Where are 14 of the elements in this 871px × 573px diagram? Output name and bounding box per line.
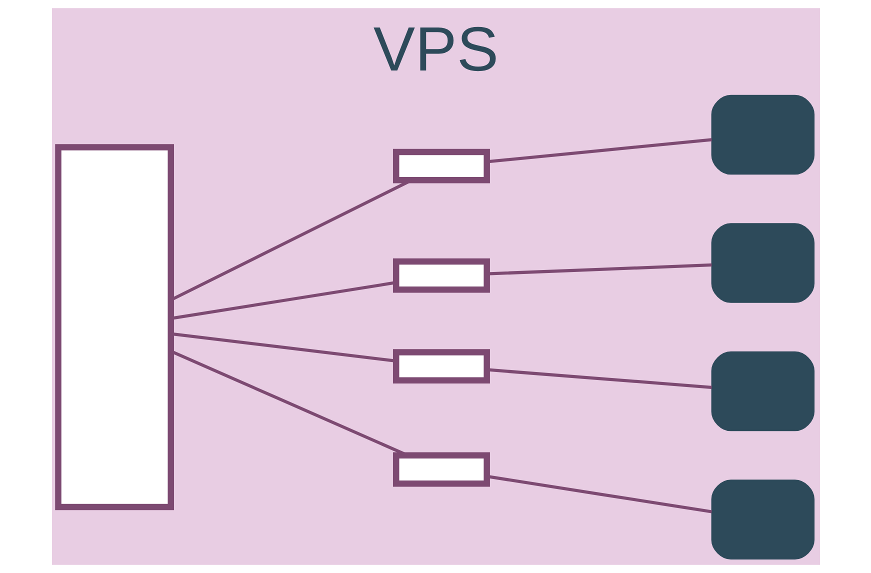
- connector: [486, 474, 712, 514]
- connector: [486, 263, 712, 276]
- node-server: [54, 144, 174, 510]
- connector: [486, 138, 712, 164]
- node-server: [392, 452, 490, 487]
- node-server: [392, 349, 490, 384]
- node-monitor: [710, 223, 814, 303]
- diagram-title: VPS: [372, 14, 498, 85]
- connector: [486, 368, 712, 389]
- node-server: [392, 258, 490, 293]
- node-monitor: [710, 94, 814, 175]
- node-monitor: [710, 351, 814, 432]
- node-monitor: [710, 480, 814, 560]
- node-server: [392, 148, 490, 184]
